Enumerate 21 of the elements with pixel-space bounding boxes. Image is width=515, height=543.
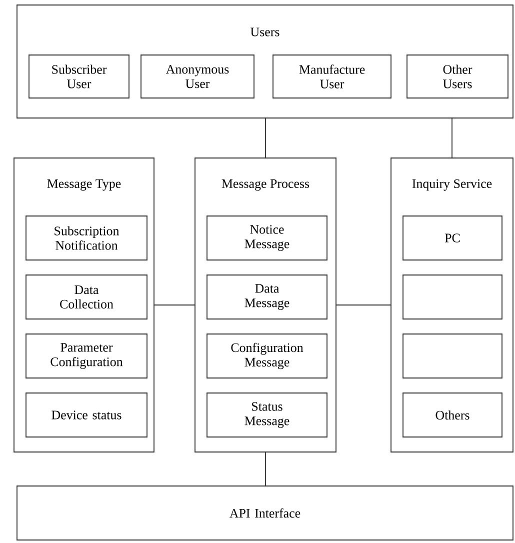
process-box: Subscriber User	[28, 54, 130, 98]
process-box: Status Message	[206, 392, 328, 438]
connector-line	[154, 304, 195, 306]
process-box: Configuration Message	[206, 334, 328, 378]
process-box: Anonymous User	[140, 54, 254, 98]
process-box: Subscription Notification	[26, 216, 148, 260]
process-box: Notice Message	[206, 216, 328, 260]
blank-box	[402, 334, 502, 378]
process-box: Data Collection	[26, 274, 148, 320]
process-box: Data Message	[206, 274, 328, 320]
blank-box	[402, 274, 502, 320]
process-box: API Interface	[16, 486, 514, 540]
process-box: Others	[402, 392, 502, 438]
process-box: Manufacture User	[272, 54, 392, 98]
connector-line	[336, 304, 391, 306]
connector-line	[265, 452, 266, 486]
process-box: Parameter Configuration	[26, 334, 148, 378]
connector-line	[265, 118, 266, 158]
process-box: PC	[402, 216, 502, 260]
process-box: Device status	[26, 392, 148, 438]
process-box: Other Users	[406, 54, 508, 98]
